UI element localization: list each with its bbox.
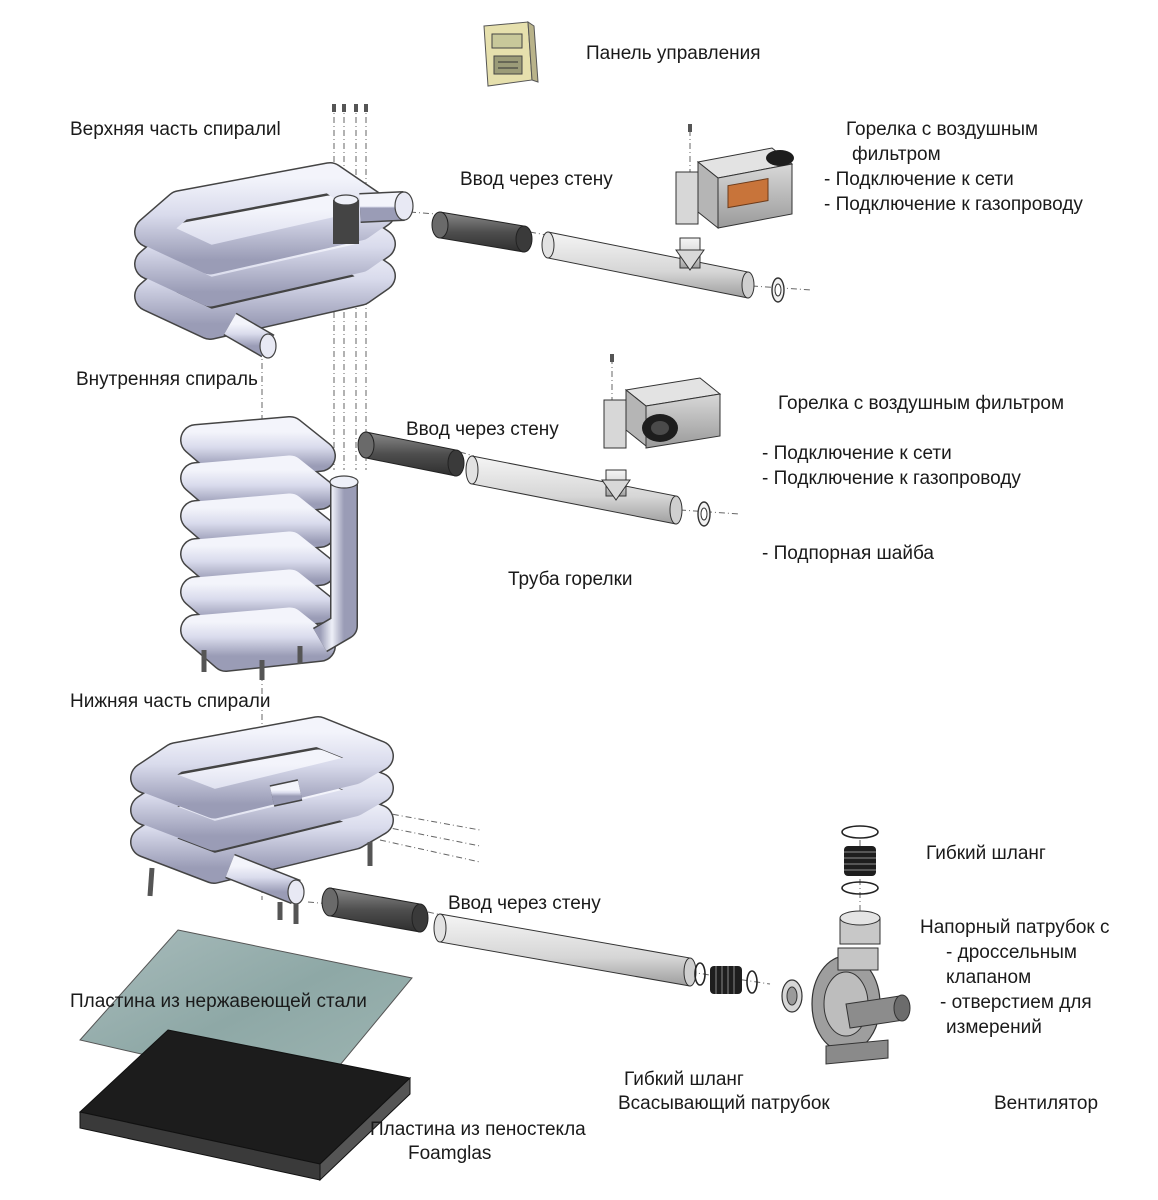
lower-coil-label: Нижняя часть спирали: [70, 691, 271, 712]
burner-pipe-label: Труба горелки: [508, 569, 633, 590]
inner-coil-label: Внутренняя спираль: [76, 369, 258, 390]
foamglass-plate-icon: [78, 1029, 412, 1182]
wall-sleeve-icon: [431, 211, 533, 253]
fan-label: Вентилятор: [994, 1093, 1099, 1114]
pressure-nozzle-label-line-3: клапаном: [946, 967, 1032, 988]
burner-1-label-line-3: - Подключение к сети: [824, 169, 1014, 190]
lower-coil-icon: [130, 716, 394, 924]
upper-coil-label: Верхняя часть спиралиl: [70, 119, 281, 140]
wall-sleeve-icon: [357, 431, 465, 477]
burner-icon: [675, 147, 794, 230]
wall-entry-label-3: Ввод через стену: [448, 893, 601, 914]
suction-nozzle-icon: [781, 979, 803, 1013]
burner-pipe-icon: [541, 231, 755, 299]
control-panel-label: Панель управления: [586, 43, 761, 64]
burner-2-connection-gas: - Подключение к газопроводу: [762, 468, 1021, 489]
flexible-hose-bottom-label: Гибкий шланг: [624, 1069, 744, 1090]
steel-plate-label: Пластина из нержавеющей стали: [70, 991, 367, 1012]
burner-1-label-line-4: - Подключение к газопроводу: [824, 194, 1083, 215]
foamglass-brand-label: Foamglas: [408, 1143, 492, 1164]
control-panel-icon: [483, 21, 539, 87]
fan-icon: [811, 947, 911, 1065]
top-screws: [332, 104, 692, 362]
burner-1-label-line-2: фильтром: [852, 144, 941, 165]
suction-nozzle-label: Всасывающий патрубок: [618, 1093, 830, 1114]
burner-pipe-icon: [465, 455, 683, 525]
suction-pipe-icon: [433, 913, 697, 987]
flexible-hose-icon: [694, 962, 758, 994]
foamglass-plate-label: Пластина из пеностекла: [370, 1119, 586, 1140]
burner-2-label: Горелка с воздушным фильтром: [778, 393, 1065, 414]
pressure-nozzle-icon: [839, 825, 881, 945]
baffle-washer-label: - Подпорная шайба: [762, 543, 934, 564]
pressure-nozzle-label-line-5: измерений: [946, 1017, 1042, 1038]
wall-entry-label-2: Ввод через стену: [406, 419, 559, 440]
wall-entry-label-1: Ввод через стену: [460, 169, 613, 190]
pressure-nozzle-label-line-2: - дроссельным: [946, 942, 1077, 963]
baffle-washer-icon: [771, 277, 785, 303]
pressure-nozzle-label-line-4: - отверстием для: [940, 992, 1092, 1013]
burner-icon: [603, 377, 722, 449]
pressure-nozzle-label-line-1: Напорный патрубок с: [920, 917, 1110, 938]
upper-coil-icon: [134, 162, 414, 359]
baffle-washer-icon: [697, 501, 711, 527]
flexible-hose-top-label: Гибкий шланг: [926, 843, 1046, 864]
wall-sleeve-icon: [321, 887, 429, 933]
burner-2-connection-power: - Подключение к сети: [762, 443, 952, 464]
inner-coil-icon: [180, 416, 359, 680]
burner-1-label-line-1: Горелка с воздушным: [846, 119, 1039, 140]
